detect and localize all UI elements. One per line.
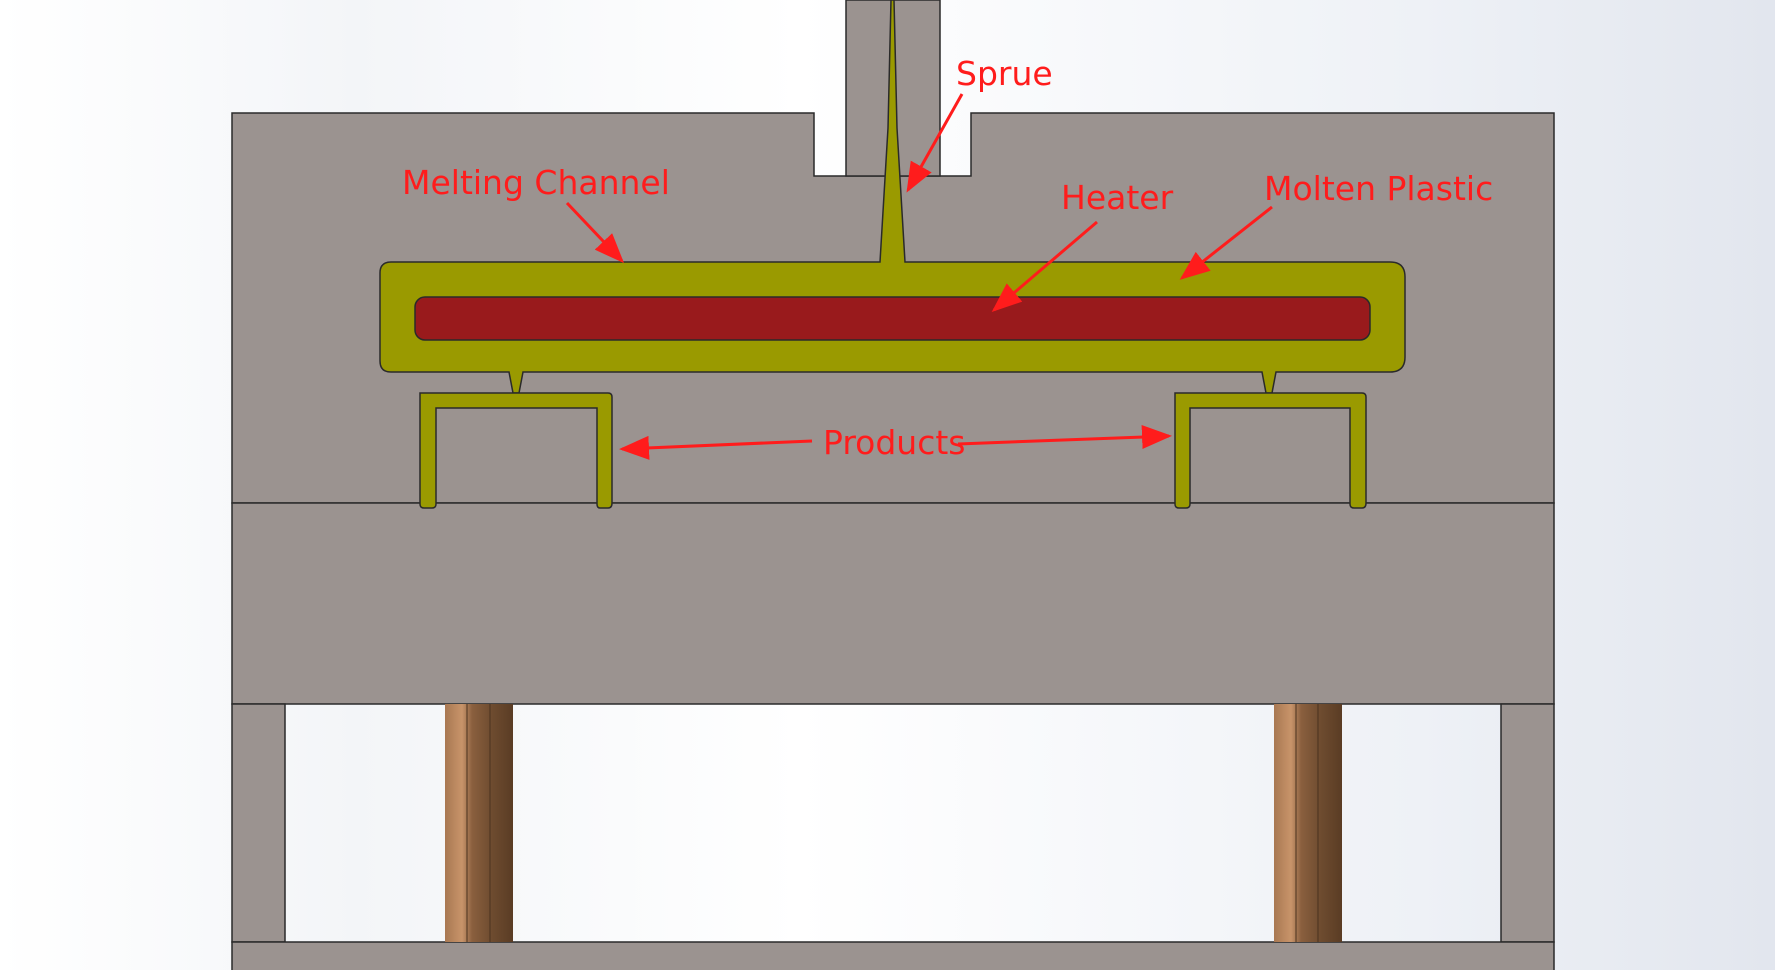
molten-plastic-arrow — [1179, 205, 1273, 280]
bottom-mold-plate — [231, 502, 1555, 705]
support-block-right — [1500, 703, 1555, 943]
base-plate — [231, 941, 1555, 970]
melting-channel — [379, 0, 1406, 394]
sprue-arrow — [906, 93, 964, 193]
heater — [414, 296, 1371, 341]
ejector-pin-right — [1274, 704, 1342, 942]
ejector-pin-left — [445, 704, 513, 942]
product-right — [1174, 392, 1367, 509]
products-arrow-left — [619, 435, 813, 460]
products-label: Products — [823, 423, 966, 462]
melting-channel-label: Melting Channel — [402, 163, 670, 202]
products-arrow-right — [957, 425, 1172, 450]
melting-channel-arrow — [565, 201, 625, 264]
support-block-left — [231, 703, 286, 943]
product-left — [419, 392, 613, 509]
sprue-label: Sprue — [956, 54, 1053, 93]
heater-label: Heater — [1061, 178, 1174, 217]
molten-plastic-label: Molten Plastic — [1264, 169, 1493, 208]
heater-arrow — [991, 220, 1098, 312]
